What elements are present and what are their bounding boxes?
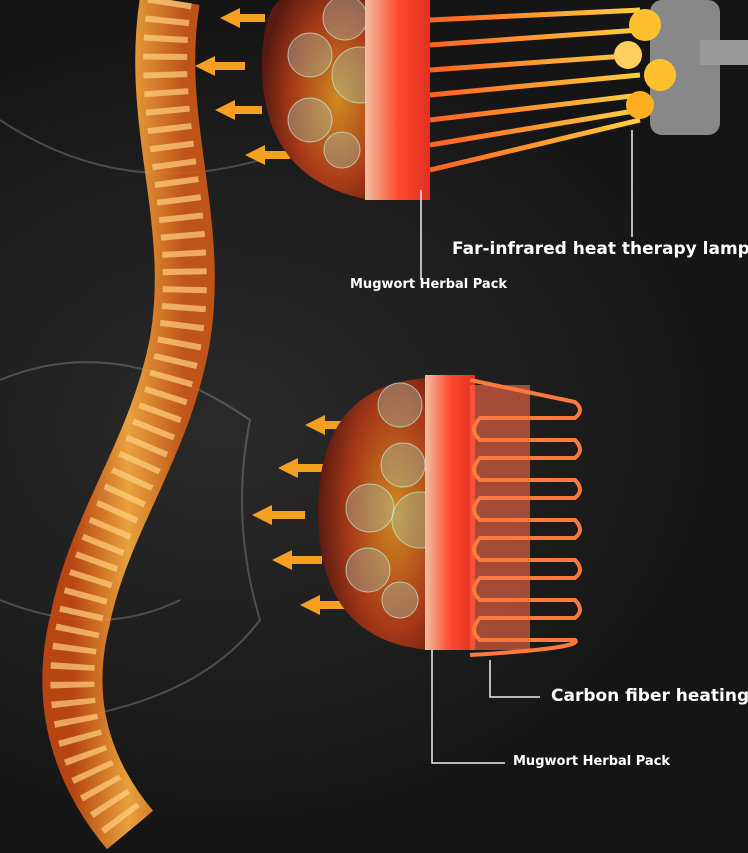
spine: [42, 0, 215, 850]
lamp-rays: [429, 7, 641, 173]
top-heat-arrows: [195, 8, 290, 165]
bottom-herbal-pack-label: Mugwort Herbal Pack: [513, 754, 671, 769]
lamp-icon: [614, 0, 748, 135]
lamp-label: Far-infrared heat therapy lamp: [452, 239, 748, 259]
bottom-heat-arrows: [252, 415, 352, 615]
callout-lines: [420, 130, 633, 764]
carbon-fiber-coil: [469, 378, 582, 657]
top-herbal-pack: [365, 0, 430, 200]
carbon-fiber-label: Carbon fiber heating: [551, 686, 748, 706]
bottom-herbal-pack: [425, 375, 475, 650]
top-herbal-pack-label: Mugwort Herbal Pack: [350, 277, 508, 292]
